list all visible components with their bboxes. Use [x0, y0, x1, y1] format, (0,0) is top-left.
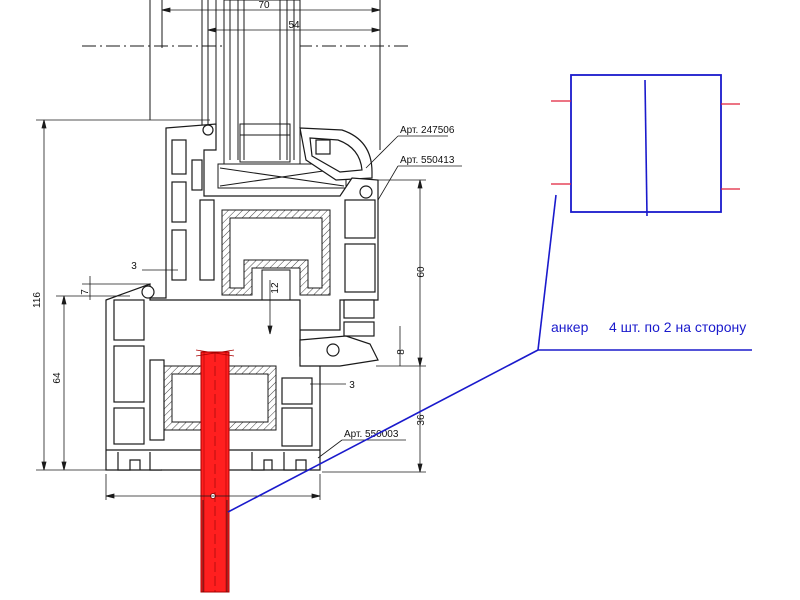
dim-bead-offset: 12	[270, 282, 281, 294]
article-bead: Арт. 247506	[400, 125, 455, 136]
dim-right-36: 36	[416, 414, 427, 426]
dim-right-3: 3	[349, 380, 355, 391]
glazing-bead	[299, 127, 373, 181]
dim-top-overall: 70	[258, 0, 270, 11]
dim-right-60: 60	[416, 266, 427, 278]
article-frame: Арт. 550003	[344, 429, 399, 440]
article-leaders	[317, 135, 462, 459]
anchor-layout-box	[551, 74, 740, 217]
anchor-callout-leaders	[227, 194, 752, 513]
article-sash: Арт. 550413	[400, 155, 455, 166]
anchor-bolt	[195, 349, 235, 593]
dim-sash-gap: 3	[131, 261, 137, 272]
dim-right-8: 8	[396, 349, 407, 355]
dimension-lines	[36, 7, 426, 500]
callout-word: анкер	[551, 319, 589, 335]
dim-height-lower: 64	[52, 372, 63, 384]
callout-detail: 4 шт. по 2 на сторону	[609, 319, 746, 335]
dim-height-overall: 116	[32, 292, 43, 308]
glazing-unit	[82, 0, 410, 189]
sash-reinforcement	[221, 209, 331, 301]
dim-glass-width: 54	[288, 20, 300, 31]
dim-rebate: 7	[80, 289, 91, 295]
